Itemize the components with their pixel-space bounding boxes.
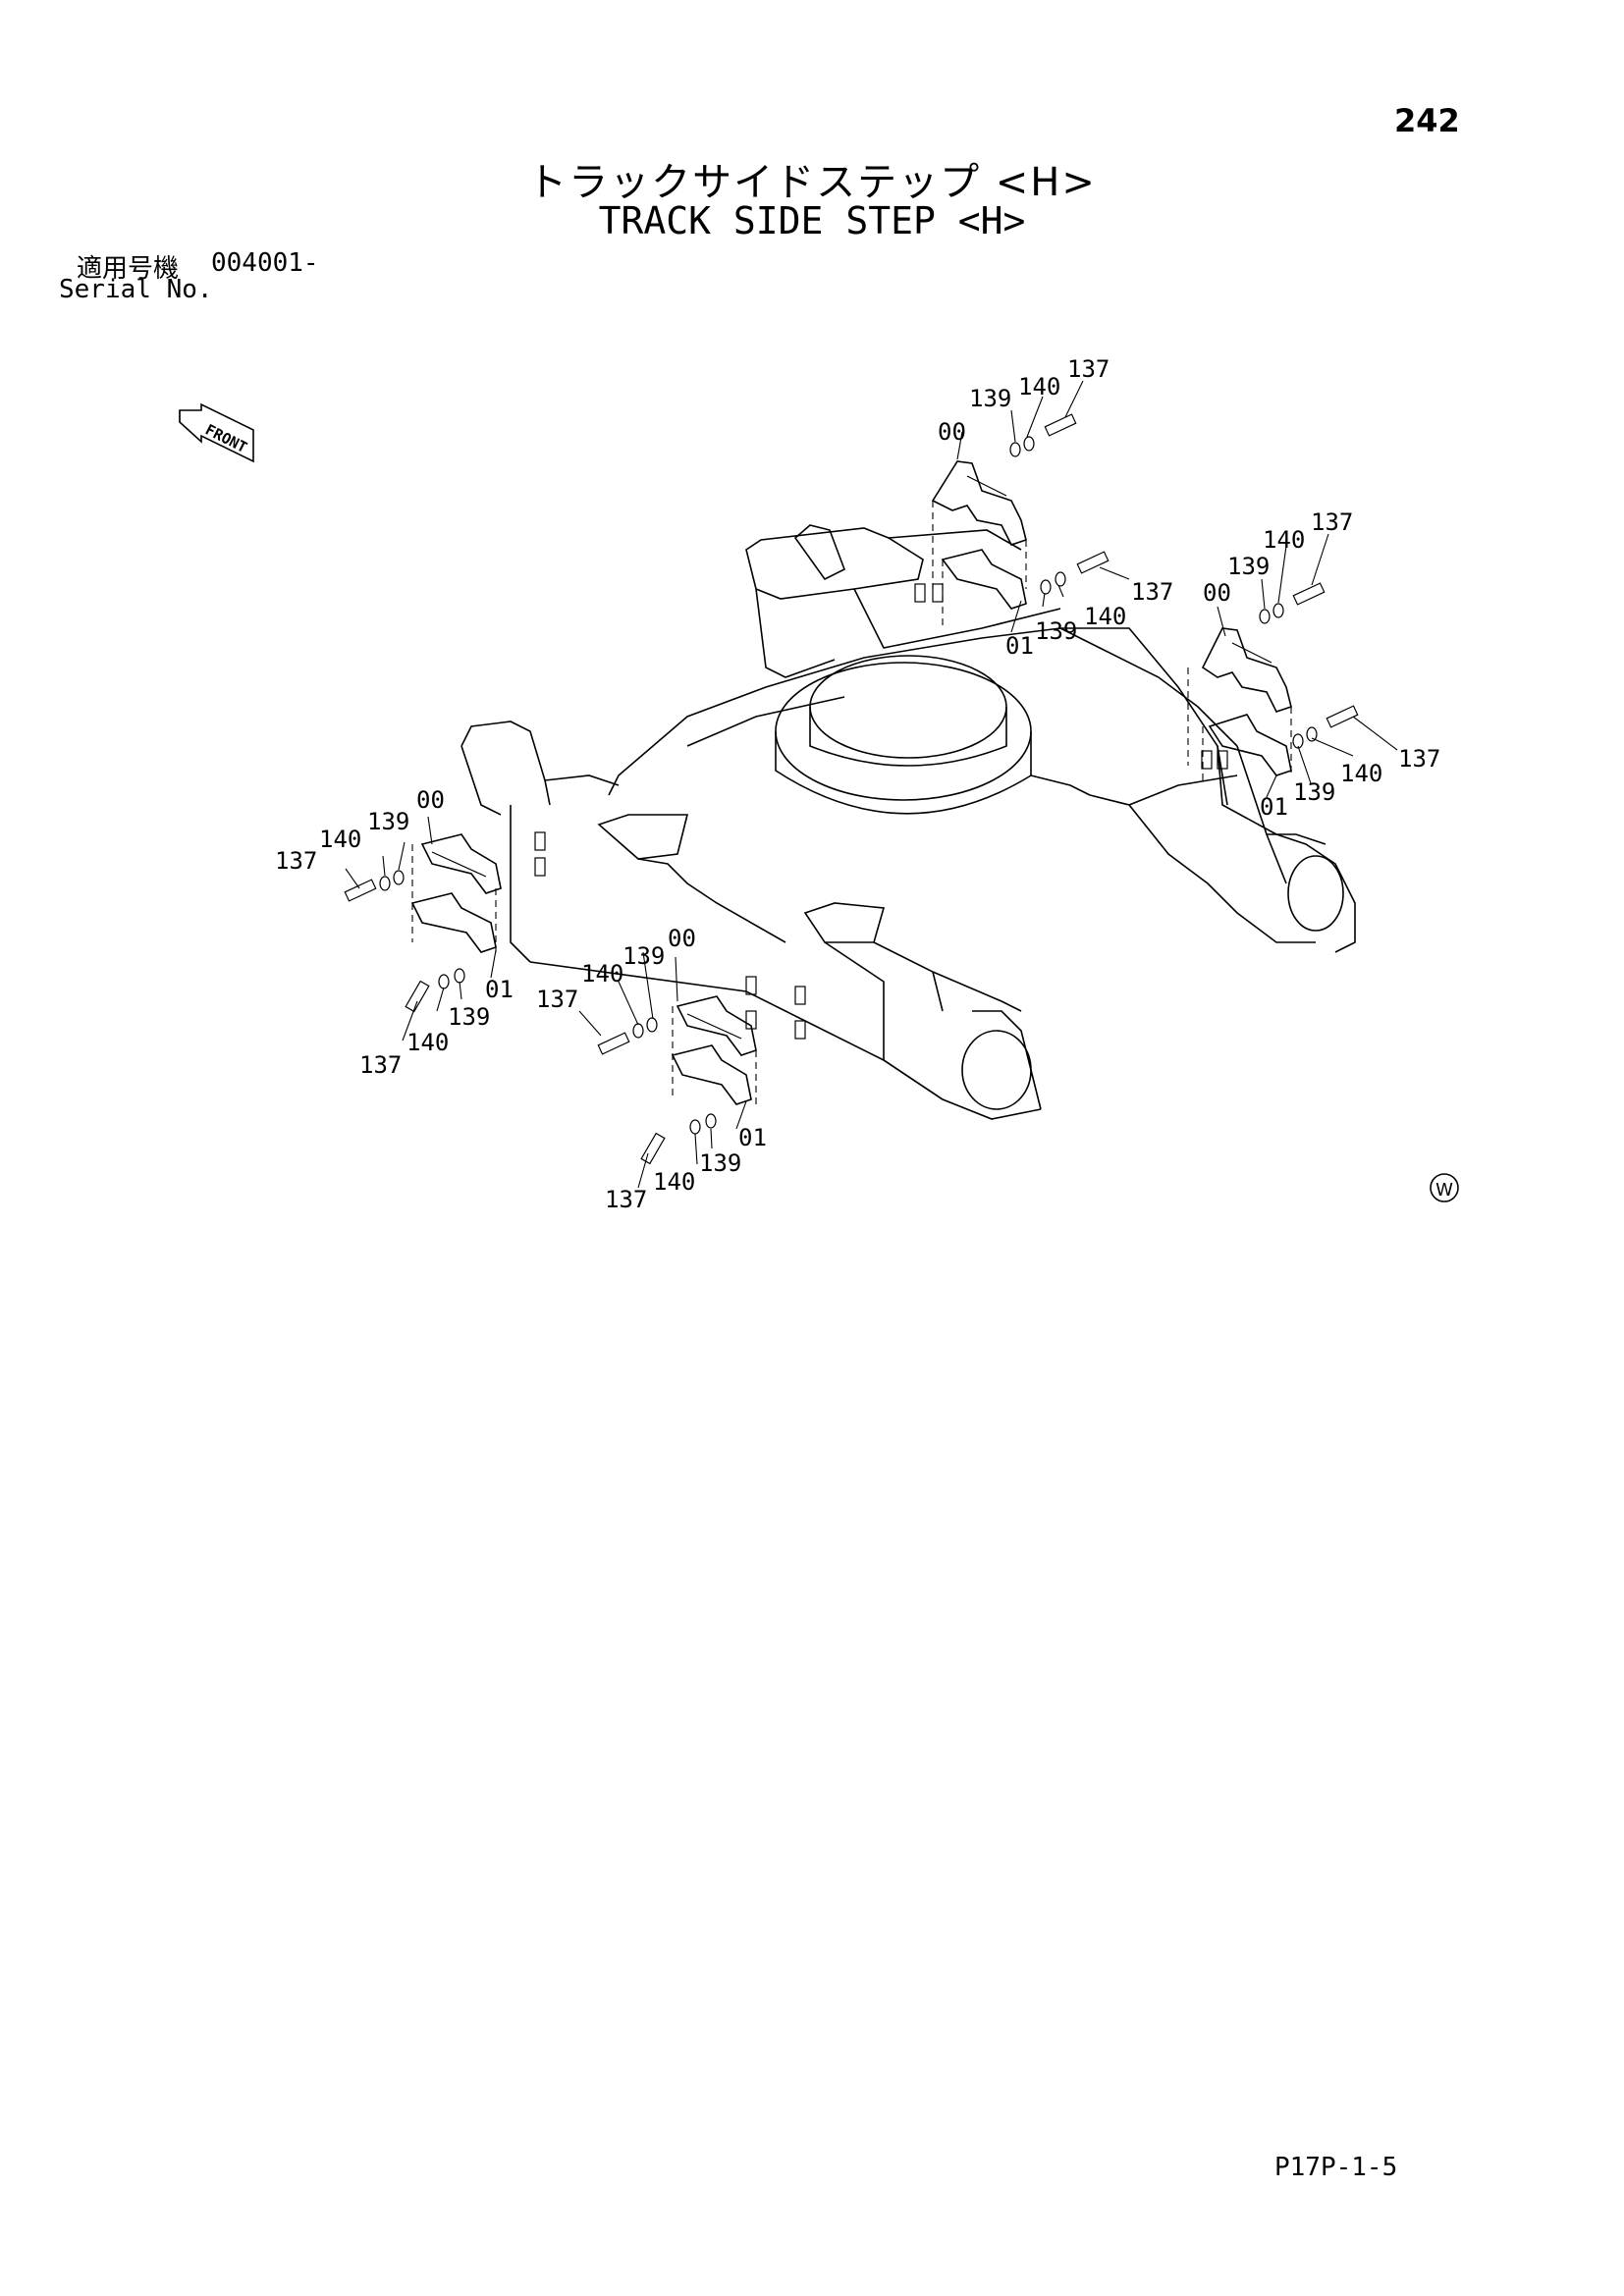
callout-137: 137 (605, 1186, 647, 1213)
callout-00: 00 (416, 786, 445, 814)
track-frame-drawing (460, 524, 1356, 1120)
callout-137: 137 (275, 847, 317, 875)
callout-00: 00 (1203, 579, 1231, 607)
page-title-english: TRACK SIDE STEP <H> (598, 199, 1026, 242)
callout-137: 137 (1067, 355, 1110, 383)
callout-137: 137 (1311, 508, 1353, 536)
callout-137: 137 (359, 1051, 402, 1079)
circled-w-icon: W (1430, 1173, 1459, 1202)
callout-140: 140 (653, 1168, 695, 1196)
callout-139: 139 (1035, 617, 1077, 645)
step-assembly-top-rear (931, 460, 1027, 628)
serial-label-japanese: 適用号機 (77, 254, 180, 284)
callout-139: 139 (623, 942, 665, 970)
document-code: P17P-1-5 (1274, 2153, 1398, 2182)
callout-140: 140 (319, 826, 361, 853)
front-arrow-icon: FRONT (179, 402, 254, 463)
callout-00: 00 (938, 418, 966, 446)
callout-140: 140 (1340, 760, 1382, 787)
page-title-japanese: トラックサイドステップ <H> (527, 160, 1097, 205)
callout-139: 139 (969, 385, 1011, 412)
callout-137: 137 (1131, 578, 1173, 606)
callout-140: 140 (406, 1029, 449, 1056)
callout-137: 137 (536, 986, 578, 1013)
callout-01: 01 (738, 1124, 767, 1151)
page-number: 242 (1394, 102, 1460, 139)
step-assembly-right-rear (1187, 627, 1292, 785)
serial-number-value: 004001- (211, 248, 319, 278)
callout-139: 139 (1293, 778, 1335, 806)
callout-140: 140 (1018, 373, 1060, 400)
step-assembly-left-rear (410, 833, 502, 953)
callout-01: 01 (1260, 793, 1288, 821)
callout-140: 140 (581, 960, 623, 988)
front-label: FRONT (202, 421, 249, 457)
callout-140: 140 (1084, 603, 1126, 630)
callout-01: 01 (1005, 632, 1034, 660)
callout-139: 139 (699, 1149, 741, 1177)
step-assembly-left-front (671, 995, 757, 1109)
callout-139: 139 (448, 1003, 490, 1031)
callout-137: 137 (1398, 745, 1440, 773)
circled-w-letter: W (1435, 1180, 1453, 1201)
bolt-and-washer-sets (344, 413, 1359, 1165)
callout-140: 140 (1263, 526, 1305, 554)
callout-139: 139 (1227, 553, 1270, 580)
serial-label-english: Serial No. (59, 275, 213, 304)
callout-leader-lines (345, 380, 1398, 1189)
callout-01: 01 (485, 976, 514, 1003)
callout-labels: 137 140 139 00 137 140 139 01 137 140 13… (275, 355, 1440, 1213)
callout-139: 139 (367, 808, 409, 835)
callout-00: 00 (668, 925, 696, 952)
